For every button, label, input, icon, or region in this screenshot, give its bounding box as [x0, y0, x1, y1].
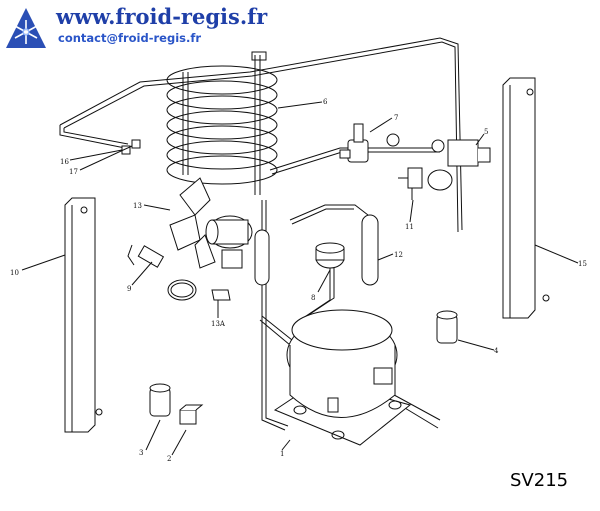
plug: [127, 244, 165, 268]
part-label: 17: [69, 168, 78, 176]
expansion-valve: [398, 167, 453, 200]
part-label: 1: [280, 450, 284, 458]
part-labels: 1 2 3 4 5 6 7 8 9 10 11 12 13 13A 15 16 …: [10, 98, 587, 463]
part-label: 6: [323, 98, 328, 106]
thermal-protector: [179, 404, 204, 425]
starter-relay: [149, 383, 171, 417]
fittings: [121, 139, 141, 155]
part-label: 3: [139, 449, 143, 457]
compressor: [273, 309, 412, 446]
part-label: 15: [578, 260, 587, 268]
part-label: 2: [167, 455, 171, 463]
part-label: 10: [10, 269, 19, 277]
part-label: 9: [127, 285, 131, 293]
part-label: 13A: [211, 320, 226, 328]
condenser-coil: [166, 51, 278, 195]
right-rail: [502, 77, 550, 319]
filter-drier: [254, 229, 270, 286]
part-label: 12: [394, 251, 403, 259]
bracket: [211, 289, 231, 301]
clamp-ring: [167, 279, 197, 301]
relay-cap: [436, 310, 458, 344]
part-label: 13: [133, 202, 142, 210]
part-label: 16: [60, 158, 69, 166]
fan-motor: [169, 177, 253, 269]
valve: [339, 123, 400, 163]
solenoid-valve: [431, 139, 491, 167]
part-label: 8: [311, 294, 315, 302]
part-label: 11: [405, 223, 414, 231]
part-label: 5: [484, 128, 488, 136]
model-code: SV215: [510, 470, 569, 491]
leader-lines: [21, 101, 579, 456]
snowflake-logo-icon: [4, 6, 48, 50]
part-label: 4: [494, 347, 499, 355]
contact-email[interactable]: contact@froid-regis.fr: [58, 31, 202, 45]
left-rail: [64, 197, 103, 433]
pressure-switch: [315, 242, 345, 269]
site-url[interactable]: www.froid-regis.fr: [56, 4, 268, 29]
part-label: 7: [394, 114, 398, 122]
